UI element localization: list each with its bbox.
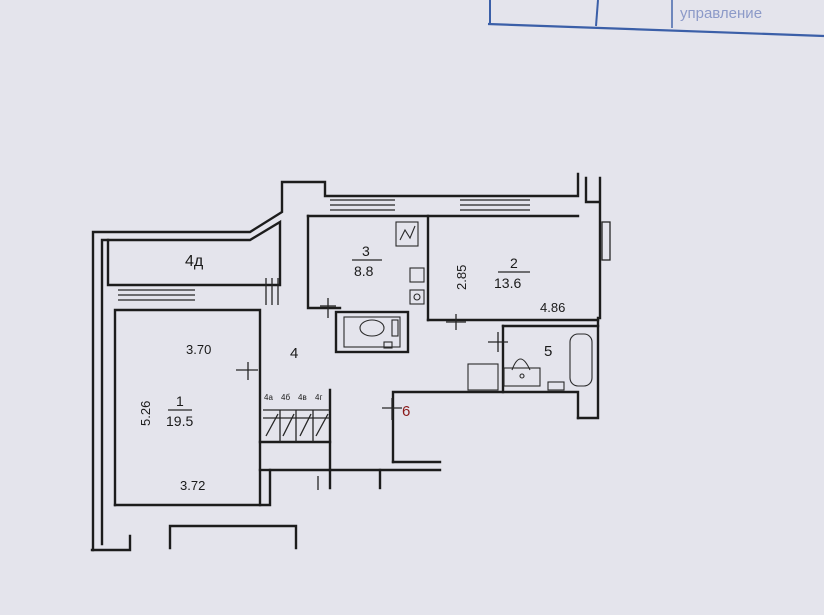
kitchen-fixtures xyxy=(395,221,425,305)
room-5-label: 5 xyxy=(544,343,552,360)
balcony-4d: 4д xyxy=(106,219,282,305)
room-1-dim-top: 3.70 xyxy=(186,342,211,357)
top-windows xyxy=(330,199,611,261)
room-2-dim-bottom: 4.86 xyxy=(540,300,565,315)
room-3-area: 8.8 xyxy=(354,263,374,279)
bathroom-fixtures xyxy=(467,333,593,391)
door-marks xyxy=(236,298,508,490)
room-1-number: 1 xyxy=(176,393,184,409)
closet-4v-label: 4в xyxy=(298,393,307,402)
room-2-area: 13.6 xyxy=(494,275,521,291)
room-2-number: 2 xyxy=(510,255,518,271)
toilet-block xyxy=(334,310,410,354)
room-6-label: 6 xyxy=(402,403,410,420)
room-4-label: 4 xyxy=(290,345,298,362)
room-1-area: 19.5 xyxy=(166,413,193,429)
room-1: 1 19.5 3.70 5.26 3.72 xyxy=(138,342,211,493)
closet-4g-label: 4г xyxy=(315,393,322,402)
room-2-dim-side: 2.85 xyxy=(454,265,469,290)
outer-walls xyxy=(90,172,602,552)
closet-4b-label: 4б xyxy=(281,393,290,402)
closet-4a-label: 4а xyxy=(264,393,273,402)
stamp-box: управление xyxy=(487,0,824,38)
room-4d-label: 4д xyxy=(185,253,204,270)
stamp-text: управление xyxy=(680,5,762,22)
room-3: 3 8.8 xyxy=(352,243,382,279)
closets: 4а 4б 4в 4г xyxy=(263,393,330,442)
interior-walls xyxy=(113,214,600,507)
room-1-dim-bottom: 3.72 xyxy=(180,478,205,493)
room-3-number: 3 xyxy=(362,243,370,259)
room-2: 2 13.6 2.85 4.86 xyxy=(454,255,565,315)
room-1-dim-side: 5.26 xyxy=(138,401,153,426)
